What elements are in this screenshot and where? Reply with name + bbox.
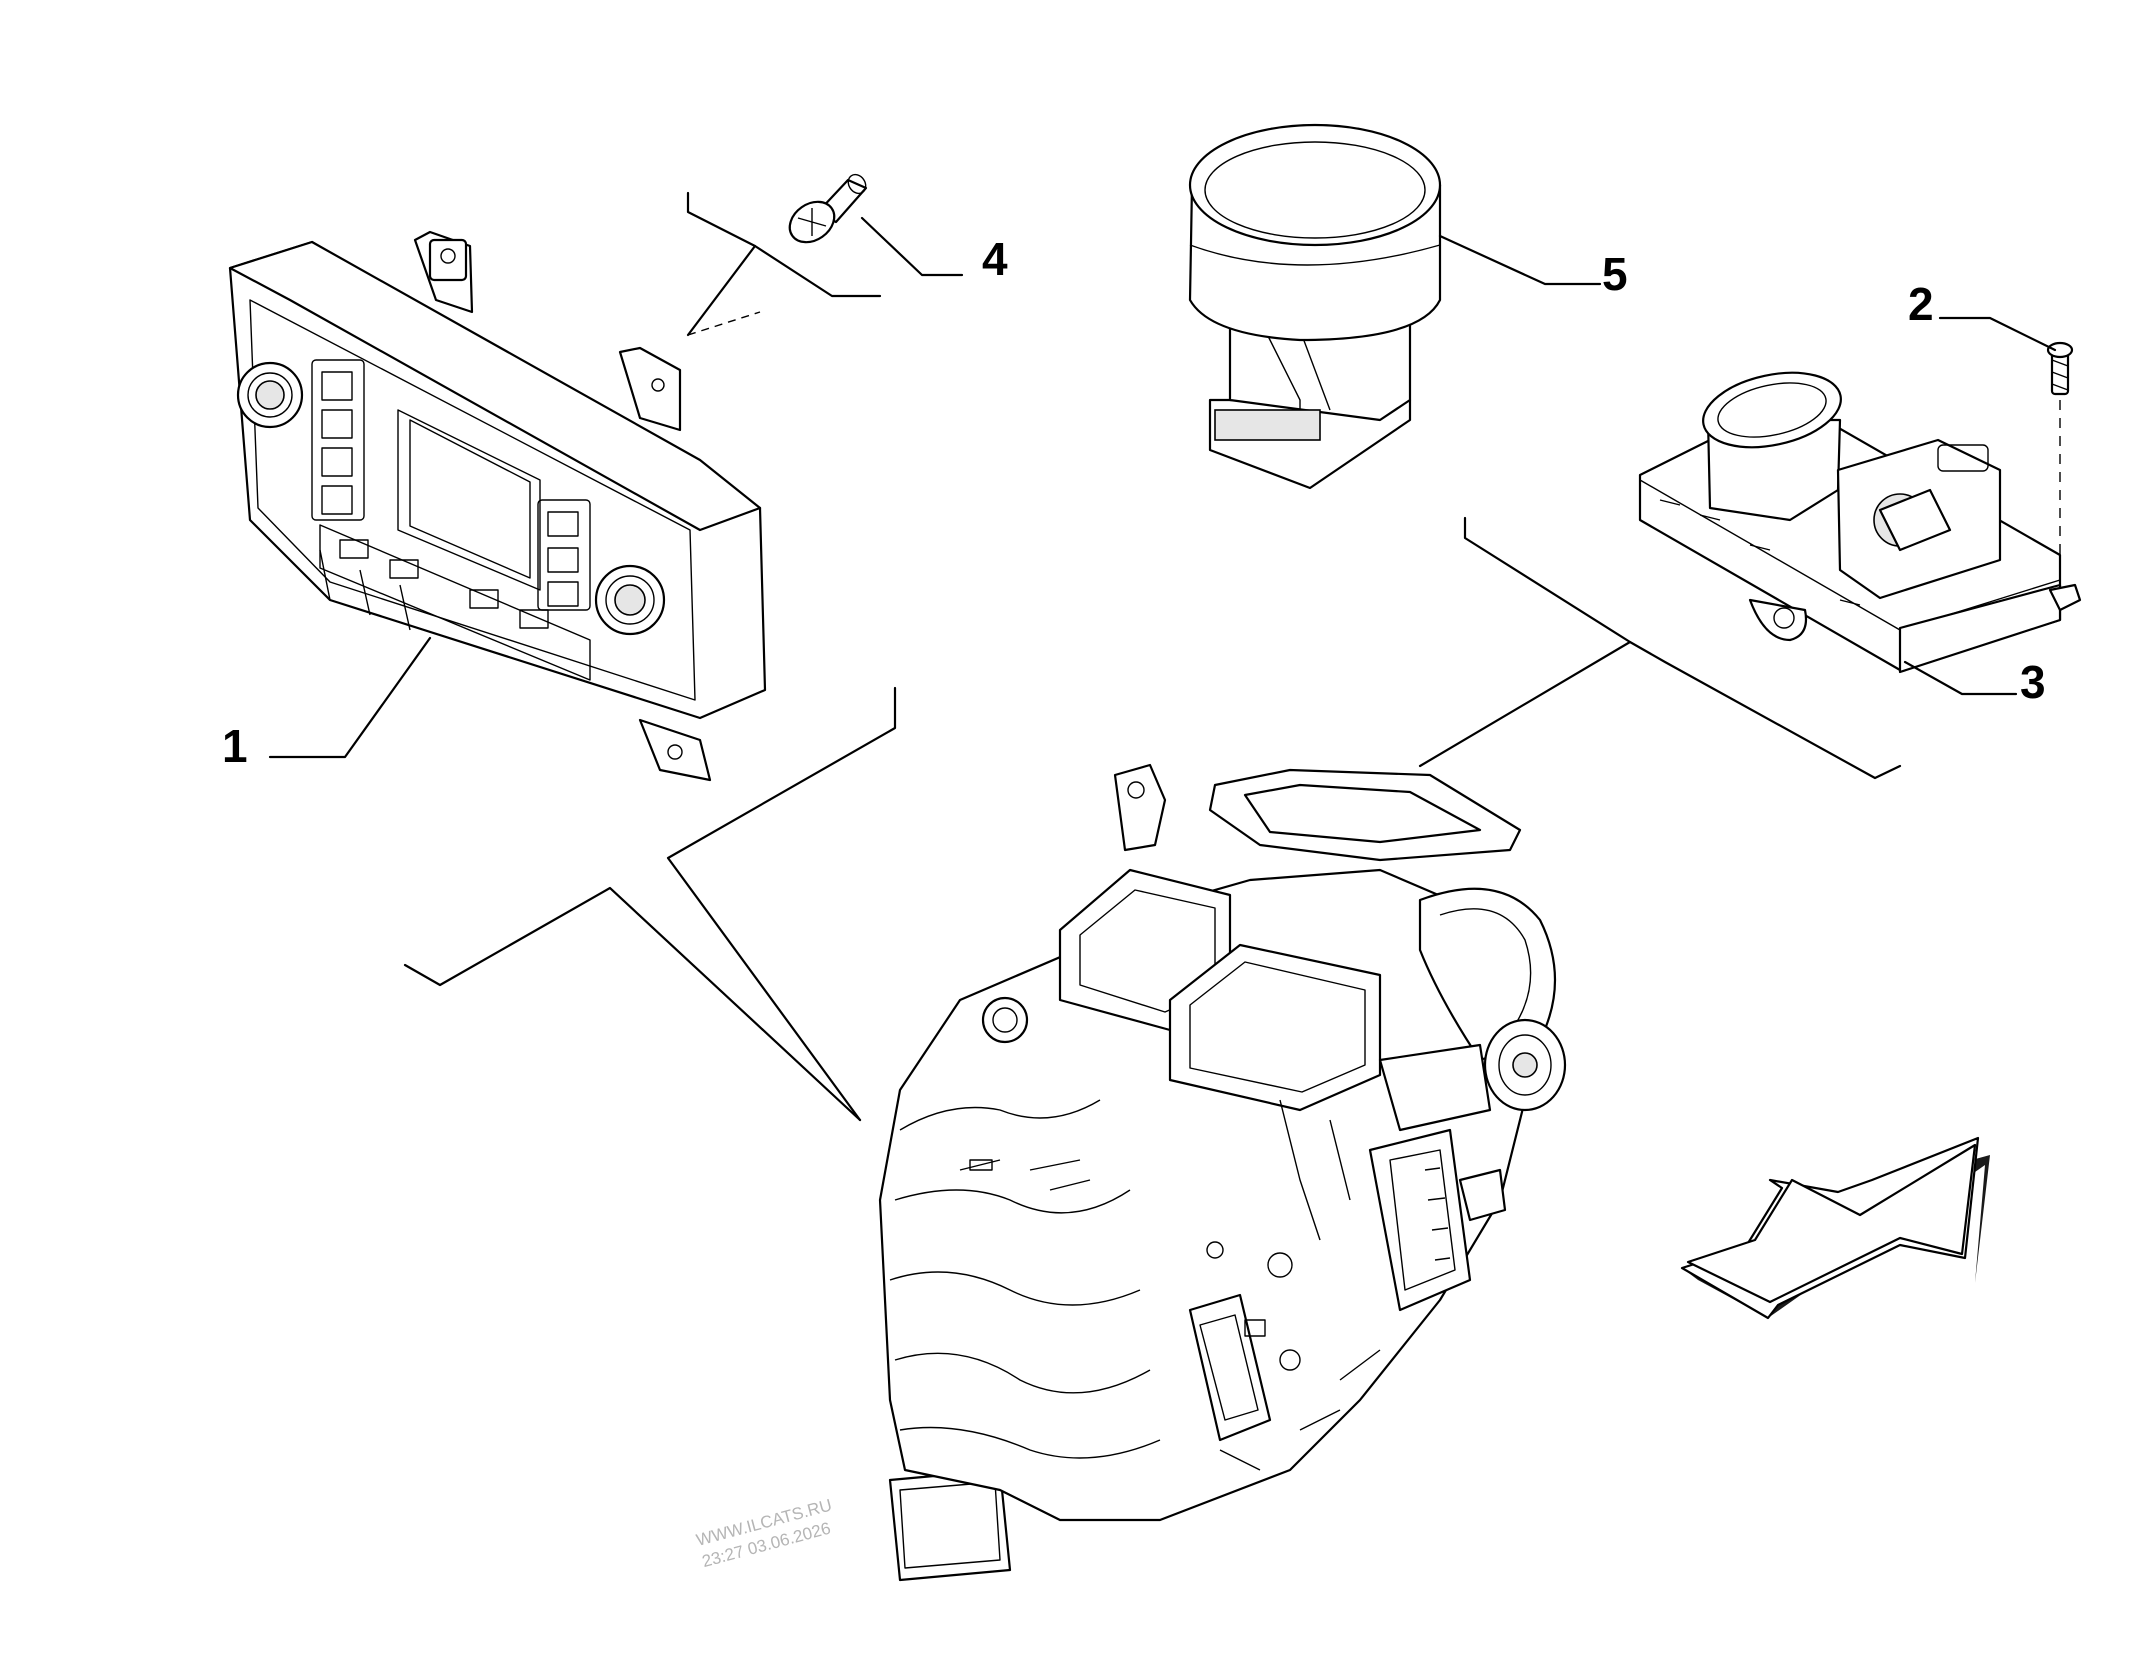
callout-3: 3 (2020, 656, 2046, 708)
bracket-panel-bolt-2 (686, 244, 757, 337)
leader-line-2 (1938, 316, 2057, 352)
part-5-cover-cap[interactable] (1188, 123, 1442, 490)
leader-line-1 (268, 636, 432, 759)
bracket-housing-left (666, 686, 897, 1122)
callout-2: 2 (1908, 278, 1934, 330)
watermark: WWW.ILCATS.RU 23:27 03.06.2026 (694, 1495, 834, 1571)
bracket-housing-right-2 (1628, 640, 1902, 780)
leader-line-5 (1438, 234, 1602, 286)
callout-labels: 1 2 3 4 5 (222, 233, 2046, 772)
bracket-dashed (687, 311, 761, 336)
part-2-screw[interactable] (2046, 341, 2074, 560)
part-3-control-module[interactable] (1638, 361, 2082, 674)
hvac-housing-assembly[interactable] (878, 763, 1567, 1582)
leader-lines (268, 191, 2057, 1122)
leader-line-4 (860, 216, 964, 277)
part-4-bolt[interactable] (782, 171, 869, 250)
leader-line-3 (1903, 660, 2018, 696)
part-1-climate-control-panel[interactable] (228, 230, 767, 782)
callout-1: 1 (222, 720, 248, 772)
callout-5: 5 (1602, 248, 1628, 300)
bracket-housing-left-2 (403, 886, 862, 1122)
forward-direction-arrow-icon (1680, 1136, 1990, 1320)
bracket-housing-right (1418, 516, 1632, 768)
bracket-panel-bolt (686, 191, 882, 298)
callout-4: 4 (982, 233, 1008, 285)
